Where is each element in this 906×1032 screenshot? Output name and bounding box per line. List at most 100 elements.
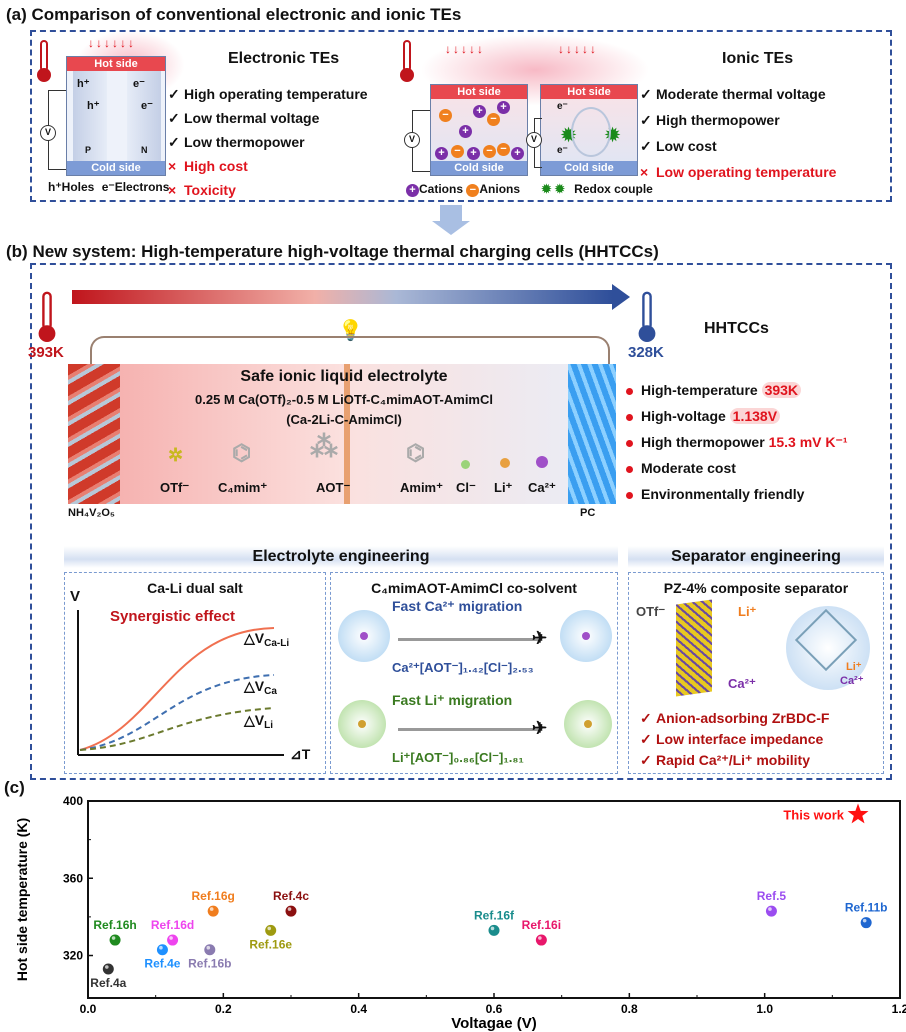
curve-label-li: △VLi	[244, 712, 273, 731]
electron-label: e⁻	[141, 100, 153, 112]
check-icon: ✓	[168, 134, 180, 150]
cosolvent-title: C₄mimAOT-AmimCl co-solvent	[371, 580, 577, 596]
x-tick-label: 0.2	[215, 1002, 232, 1016]
point-text: High cost	[184, 158, 248, 174]
y-tick-label: 400	[63, 794, 83, 808]
electronic-tes-title: Electronic TEs	[228, 50, 340, 67]
hot-temperature: 393K	[28, 344, 64, 361]
molecule-label: Cl⁻	[456, 480, 476, 495]
x-tick-label: 0.0	[80, 1002, 97, 1016]
data-label: Ref.16b	[188, 957, 231, 971]
point-item: ×Low operating temperature	[640, 164, 836, 190]
data-label: Ref.16h	[93, 918, 136, 932]
synergistic-effect-label: Synergistic effect	[110, 608, 236, 625]
data-point-highlight	[490, 926, 495, 931]
thermometer-hot-icon	[37, 40, 51, 84]
cation-icon: +	[459, 125, 472, 138]
cell-electrolyte	[68, 364, 616, 504]
feature-text: High thermopower	[641, 434, 765, 450]
dual-salt-title: Ca-Li dual salt	[147, 580, 243, 596]
hole-label: h⁺	[77, 78, 90, 90]
cross-icon: ×	[640, 164, 649, 180]
point-text: Moderate thermal voltage	[656, 86, 826, 102]
check-icon: ✓	[640, 138, 652, 154]
point-item: ✓Low cost	[640, 138, 836, 164]
hot-side-label: Hot side	[431, 85, 527, 99]
voltmeter-icon: V	[40, 125, 56, 141]
data-point-highlight	[768, 907, 772, 911]
electronic-legend: h⁺Holes e⁻Electrons	[48, 180, 169, 194]
data-point	[765, 905, 777, 917]
heat-arrows-icon: ↓↓↓↓↓	[445, 42, 485, 56]
cl-ion-icon	[461, 460, 470, 469]
point-item: ✓Low interface impedance	[640, 731, 829, 752]
voltmeter-icon: V	[404, 132, 420, 148]
molecule-label: Amim⁺	[400, 480, 443, 495]
feature-item: Environmentally friendly	[626, 486, 848, 512]
separator-points: ✓Anion-adsorbing ZrBDC-F ✓Low interface …	[640, 710, 829, 773]
bullet-icon	[626, 491, 633, 499]
delta-v: △V	[244, 712, 265, 728]
point-text: High operating temperature	[184, 86, 368, 102]
ca-label: Ca²⁺	[840, 675, 864, 687]
check-icon: ✓	[168, 110, 180, 126]
data-point-highlight	[862, 918, 867, 923]
thermometer-cold-icon	[638, 291, 656, 345]
cosolvent-box	[330, 572, 618, 774]
anion-icon: −	[497, 143, 510, 156]
data-label: Ref.4a	[90, 976, 126, 990]
legend-holes-symbol: h⁺	[48, 180, 62, 194]
bullet-icon	[626, 387, 633, 395]
ionic-points: ✓ Moderate thermal voltage ✓High thermopo…	[640, 86, 836, 190]
electron-label: e⁻	[133, 78, 145, 90]
check-icon: ✓	[640, 752, 652, 768]
electrolyte-title: Safe ionic liquid electrolyte	[240, 368, 448, 385]
point-item: ✓Anion-adsorbing ZrBDC-F	[640, 710, 829, 731]
data-point-highlight	[267, 926, 272, 931]
point-item: ✓Rapid Ca²⁺/Li⁺ mobility	[640, 752, 829, 773]
li-ion-icon	[358, 720, 366, 728]
ionic-legend: +Cations −Anions ✹ ✹ Redox couple	[406, 182, 653, 197]
point-item: ×Toxicity	[168, 182, 368, 206]
jet-icon: ✈	[532, 628, 548, 648]
x-tick-label: 0.4	[350, 1002, 367, 1016]
otf-label: OTf⁻	[636, 604, 666, 619]
p-leg-label: P	[85, 145, 92, 155]
feature-item: Moderate cost	[626, 460, 848, 486]
li-label: Li⁺	[738, 604, 757, 619]
cross-icon: ×	[168, 158, 177, 174]
data-point-highlight	[209, 907, 214, 911]
electrolyte-formula: 0.25 M Ca(OTf)₂-0.5 M LiOTf-C₄mimAOT-Ami…	[195, 392, 493, 407]
electron-label: e⁻	[557, 145, 568, 156]
legend-electrons-symbol: e⁻	[101, 180, 115, 194]
legend-holes: Holes	[61, 180, 95, 194]
feature-value: 1.138V	[729, 408, 781, 424]
separator-line	[344, 364, 350, 504]
point-text: Anion-adsorbing ZrBDC-F	[656, 710, 830, 726]
data-point-highlight	[105, 965, 109, 969]
data-label: Ref.5	[757, 889, 787, 903]
down-arrow-icon	[440, 205, 462, 221]
hole-label: h⁺	[87, 100, 100, 112]
feature-item: High thermopower 15.3 mV K⁻¹	[626, 434, 848, 460]
bullet-icon	[626, 439, 633, 447]
hhtccs-title: HHTCCs	[704, 320, 769, 337]
n-leg-label: N	[141, 145, 148, 155]
cation-icon: +	[435, 147, 448, 160]
hot-side-label: Hot side	[67, 57, 165, 71]
nh4v2o5-cathode	[68, 364, 120, 504]
legend-redox: Redox couple	[574, 182, 653, 196]
data-label: Ref.16e	[249, 937, 292, 951]
y-axis-title: Hot side temperature (K)	[14, 818, 30, 981]
panel-a-label: (a)	[6, 5, 27, 24]
panel-a-title: (a) Comparison of conventional electroni…	[6, 5, 461, 25]
jet-icon: ✈	[532, 718, 548, 738]
anion-icon: −	[466, 184, 480, 197]
separator-box	[628, 572, 884, 774]
check-icon: ✓	[168, 86, 180, 102]
ca-migration-label: Fast Ca²⁺ migration	[392, 598, 523, 614]
point-text: High thermopower	[656, 112, 780, 128]
point-item: ✓High thermopower	[640, 112, 836, 138]
feature-value: 393K	[761, 382, 802, 398]
point-text: Low interface impedance	[656, 731, 824, 747]
